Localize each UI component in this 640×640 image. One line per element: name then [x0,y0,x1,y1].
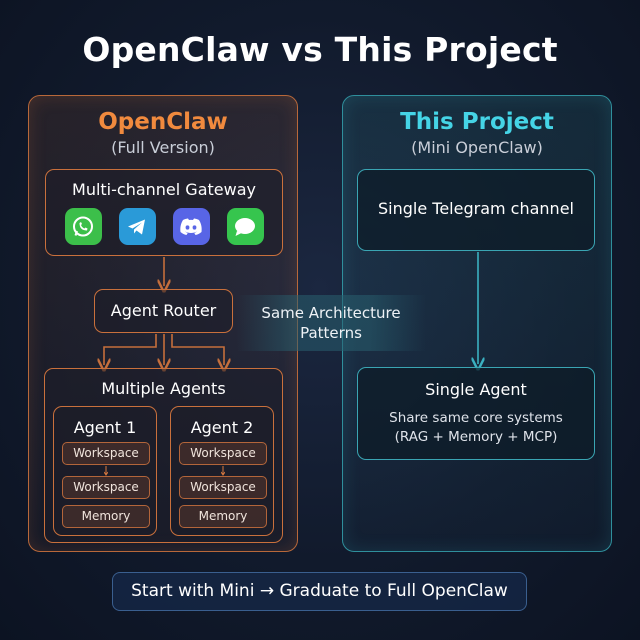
agent-1-down-arrow [104,466,108,476]
agent-2-workspace-1: Workspace [179,442,267,465]
channel-icons [46,208,282,245]
agent-1-workspace-1: Workspace [62,442,150,465]
agent-1-label: Agent 1 [73,418,137,437]
agent-2-workspace-2: Workspace [179,476,267,499]
openclaw-title: OpenClaw [98,109,228,135]
openclaw-subtitle: (Full Version) [111,138,215,157]
agent-2-memory: Memory [179,505,267,528]
this-project-subtitle: (Mini OpenClaw) [411,138,543,157]
router-to-agents-arrow-left [104,334,157,365]
agent-2-label: Agent 2 [190,418,254,437]
single-agent-desc-line-1: Share same core systems [389,410,563,426]
messages-icon [226,208,264,245]
agent-1-memory: Memory [62,505,150,528]
agent-2-down-arrow [221,466,225,476]
agent-router: Agent Router [94,289,233,333]
single-telegram-channel: Single Telegram channel [357,169,595,251]
multiple-agents-label: Multiple Agents [101,379,226,398]
whatsapp-icon [64,208,102,245]
multi-channel-gateway: Multi-channel Gateway [45,169,283,256]
router-to-agents-arrow-right [171,334,224,365]
footer-banner: Start with Mini → Graduate to Full OpenC… [112,572,527,611]
single-agent-label: Single Agent [425,380,527,399]
single-agent-card: Single Agent Share same core systems (RA… [357,367,595,460]
agent-1-card: Agent 1 Workspace Workspace Memory [53,406,157,536]
discord-icon [172,208,210,245]
agent-1-workspace-2: Workspace [62,476,150,499]
single-agent-desc-line-2: (RAG + Memory + MCP) [394,429,558,445]
bridge-line-1: Same Architecture [261,304,401,322]
same-architecture-label: Same Architecture Patterns [236,295,426,351]
agent-2-card: Agent 2 Workspace Workspace Memory [170,406,274,536]
bridge-line-2: Patterns [300,324,362,342]
gateway-label: Multi-channel Gateway [72,180,256,199]
page-title: OpenClaw vs This Project [82,30,558,69]
this-project-title: This Project [400,109,554,135]
telegram-icon [118,208,156,245]
